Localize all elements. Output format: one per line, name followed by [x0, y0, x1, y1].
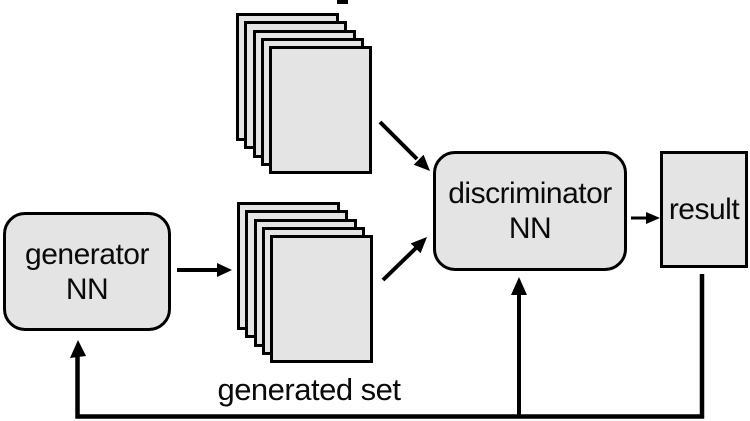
- cropped-text-fragment: [337, 0, 348, 4]
- generated-set-to-discriminator-line: [381, 246, 418, 282]
- generator-to-generated-set-arrowhead: [217, 263, 232, 277]
- discriminator-label-line1: discriminator: [448, 177, 612, 210]
- training-set-to-discriminator-line: [378, 120, 419, 161]
- feedback-to-generator-arrowhead: [70, 340, 86, 358]
- generator-label-line2: NN: [65, 272, 109, 306]
- discriminator-label-line2: NN: [508, 212, 552, 245]
- generator-node: generator NN: [3, 212, 171, 331]
- generator-label-line1: generator: [25, 237, 149, 271]
- generated-set-label: generated set: [217, 372, 401, 407]
- feedback-to-discriminator-arrowhead: [511, 277, 527, 295]
- discriminator-node: discriminator NN: [433, 151, 627, 271]
- training-set-stack: [236, 13, 376, 178]
- training-set-to-discriminator-arrowhead: [413, 154, 430, 171]
- result-label: result: [668, 193, 740, 226]
- stack-page: [269, 46, 372, 174]
- generated-set-to-discriminator-arrowhead: [410, 237, 427, 254]
- discriminator-to-result-arrowhead: [646, 212, 660, 224]
- stack-page: [270, 235, 373, 363]
- generated-set-stack: [237, 202, 377, 367]
- result-node: result: [660, 151, 748, 268]
